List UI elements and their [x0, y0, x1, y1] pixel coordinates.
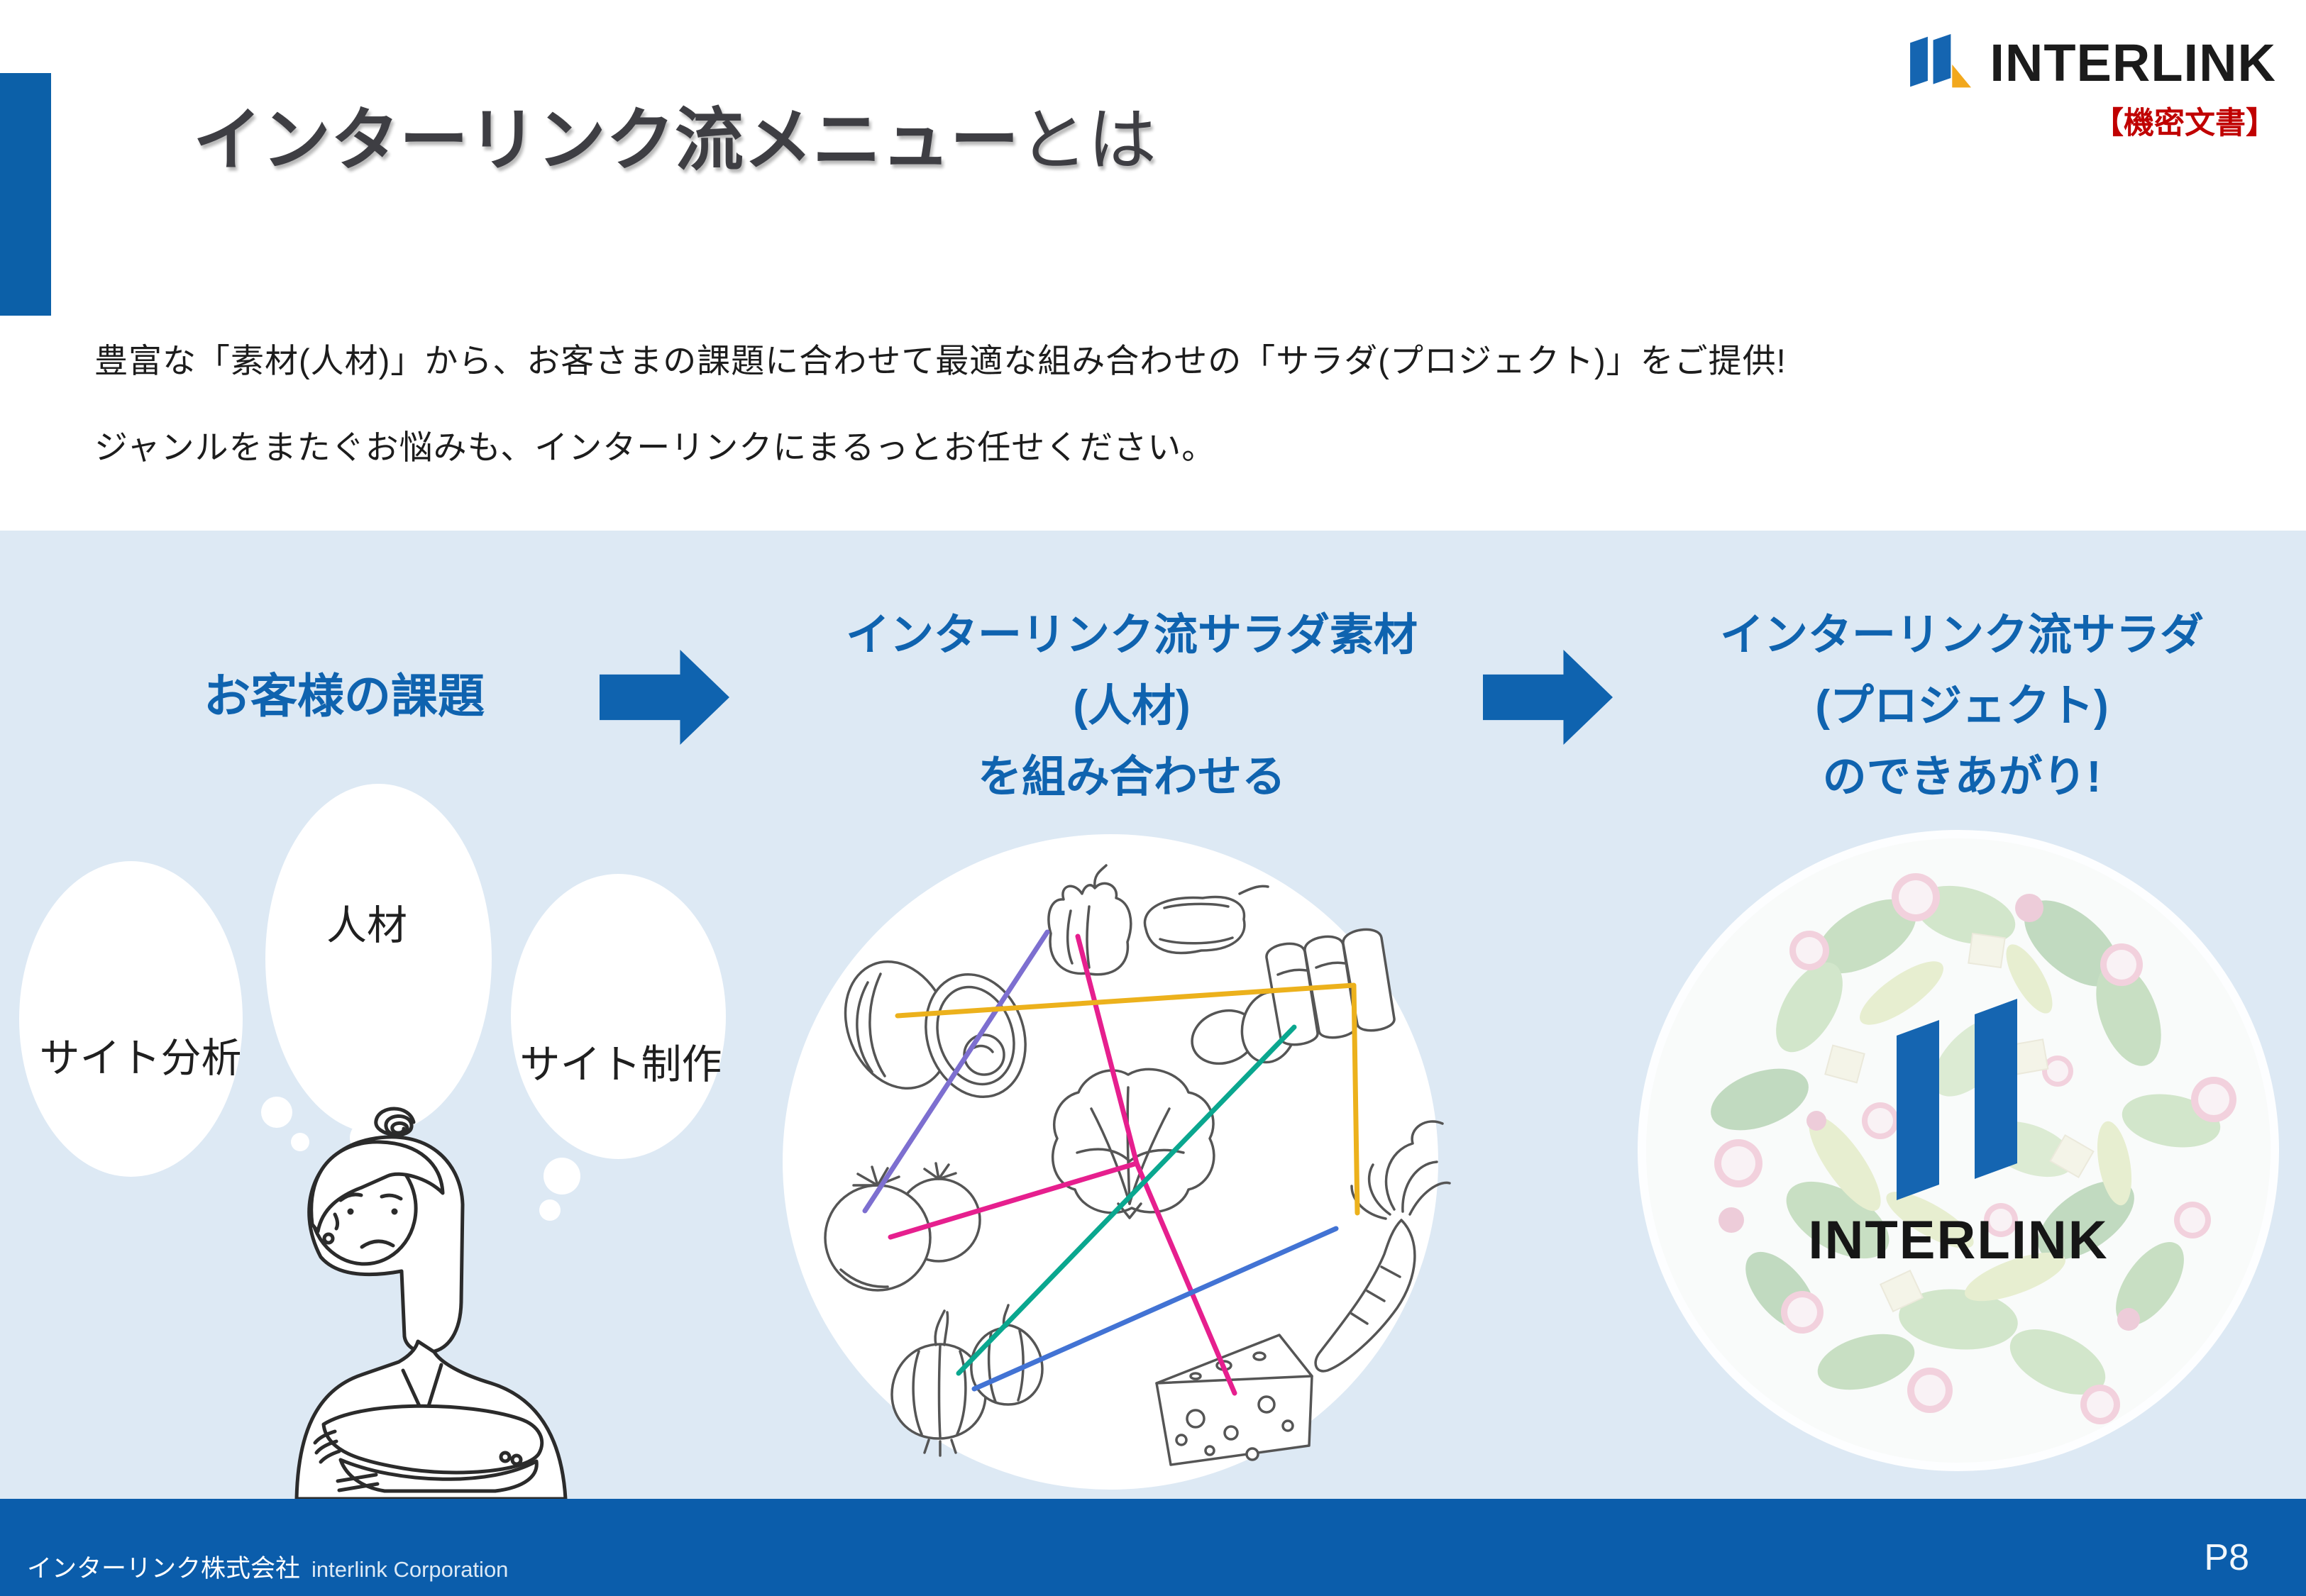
flow-step2-heading-line2: (人材)	[1073, 682, 1191, 731]
flow-step2-heading-line3: を組み合わせる	[977, 753, 1286, 802]
interlink-logo-bars-icon	[1897, 999, 2017, 1200]
interlink-logo-icon	[1910, 33, 1972, 87]
flow-step2-heading: インターリンク流サラダ素材 (人材) を組み合わせる	[820, 600, 1444, 813]
worried-woman-icon	[294, 1107, 568, 1499]
brand-logo-text: INTERLINK	[1990, 33, 2276, 92]
salad-radish-slices	[1714, 873, 2236, 1424]
confidential-label: 【機密文書】	[2093, 106, 2276, 140]
page-title-emphasis: インターリンク流メニュー	[193, 101, 1019, 179]
thought-bubble	[511, 874, 726, 1159]
flow-arrow-icon	[1483, 650, 1613, 745]
brand-logo: INTERLINK	[1907, 33, 2276, 93]
link-line-blue	[971, 1226, 1339, 1392]
salad-leaves	[1711, 885, 2221, 1395]
bubble-tail-dot	[539, 1199, 561, 1221]
link-line-magenta	[888, 1160, 1140, 1240]
intro-line-2: ジャンルをまたぐお悩みも、インターリンクにまるっとお任せください。	[94, 428, 1216, 466]
flow-step3-heading-line2: (プロジェクト)	[1815, 682, 2109, 731]
ingredient-link-lines	[862, 929, 1360, 1396]
flow-step2-heading-line1: インターリンク流サラダ素材	[845, 611, 1418, 660]
salad-cheese-cubes	[1824, 932, 2095, 1313]
link-line-purple	[862, 929, 1050, 1214]
link-line-teal	[956, 1024, 1297, 1376]
thought-bubble	[19, 861, 243, 1177]
bell-pepper-icon	[1047, 864, 1269, 976]
link-line-yellow	[895, 982, 1360, 1216]
bubble-tail-dot	[544, 1158, 580, 1195]
brand-block: INTERLINK 【機密文書】	[1907, 33, 2276, 143]
thought-bubble-label: 人材	[326, 903, 407, 948]
carrot-icon	[1314, 1120, 1451, 1373]
title-accent-bar	[0, 73, 51, 316]
footer-company-en: interlink Corporation	[311, 1557, 509, 1582]
footer-company-jp: インターリンク株式会社	[27, 1555, 301, 1583]
dizzy-scribble-icon	[374, 1107, 416, 1137]
flow-step1-heading: お客様の課題	[204, 670, 485, 722]
intro-line-1: 豊富な「素材(人材)」から、お客さまの課題に合わせて最適な組み合わせの「サラダ(…	[94, 342, 1787, 379]
salad-logo-text: INTERLINK	[1808, 1210, 2109, 1270]
flow-arrow-icon	[600, 650, 729, 745]
thought-bubble-label: サイト分析	[39, 1036, 242, 1081]
ingredients-circle	[783, 834, 1451, 1490]
salad-photo	[1638, 830, 2279, 1471]
flow-panel: お客様の課題 インターリンク流サラダ素材 (人材) を組み合わせる インターリン…	[0, 531, 2306, 1499]
bubble-tail-dot	[261, 1097, 292, 1128]
page-title: インターリンク流メニューとは	[193, 84, 1157, 184]
salad-avocado-slices	[1809, 944, 2132, 1302]
footer-bar: インターリンク株式会社 interlink Corporation P8	[0, 1499, 2306, 1596]
flow-step3-heading: インターリンク流サラダ (プロジェクト) のできあがり!	[1650, 600, 2274, 813]
page-title-suffix: とは	[1019, 101, 1157, 179]
thought-bubble	[265, 784, 492, 1134]
intro-text: 豊富な「素材(人材)」から、お客さまの課題に合わせて最適な組み合わせの「サラダ(…	[94, 318, 1787, 491]
footer-company: インターリンク株式会社 interlink Corporation	[27, 1548, 508, 1585]
flow-step3-heading-line3: のできあがり!	[1822, 753, 2102, 802]
page-number: P8	[2204, 1537, 2249, 1578]
flow-step3-heading-line1: インターリンク流サラダ	[1719, 611, 2204, 660]
bubble-tail-dot	[291, 1133, 309, 1151]
thought-bubble-label: サイト制作	[519, 1042, 722, 1087]
